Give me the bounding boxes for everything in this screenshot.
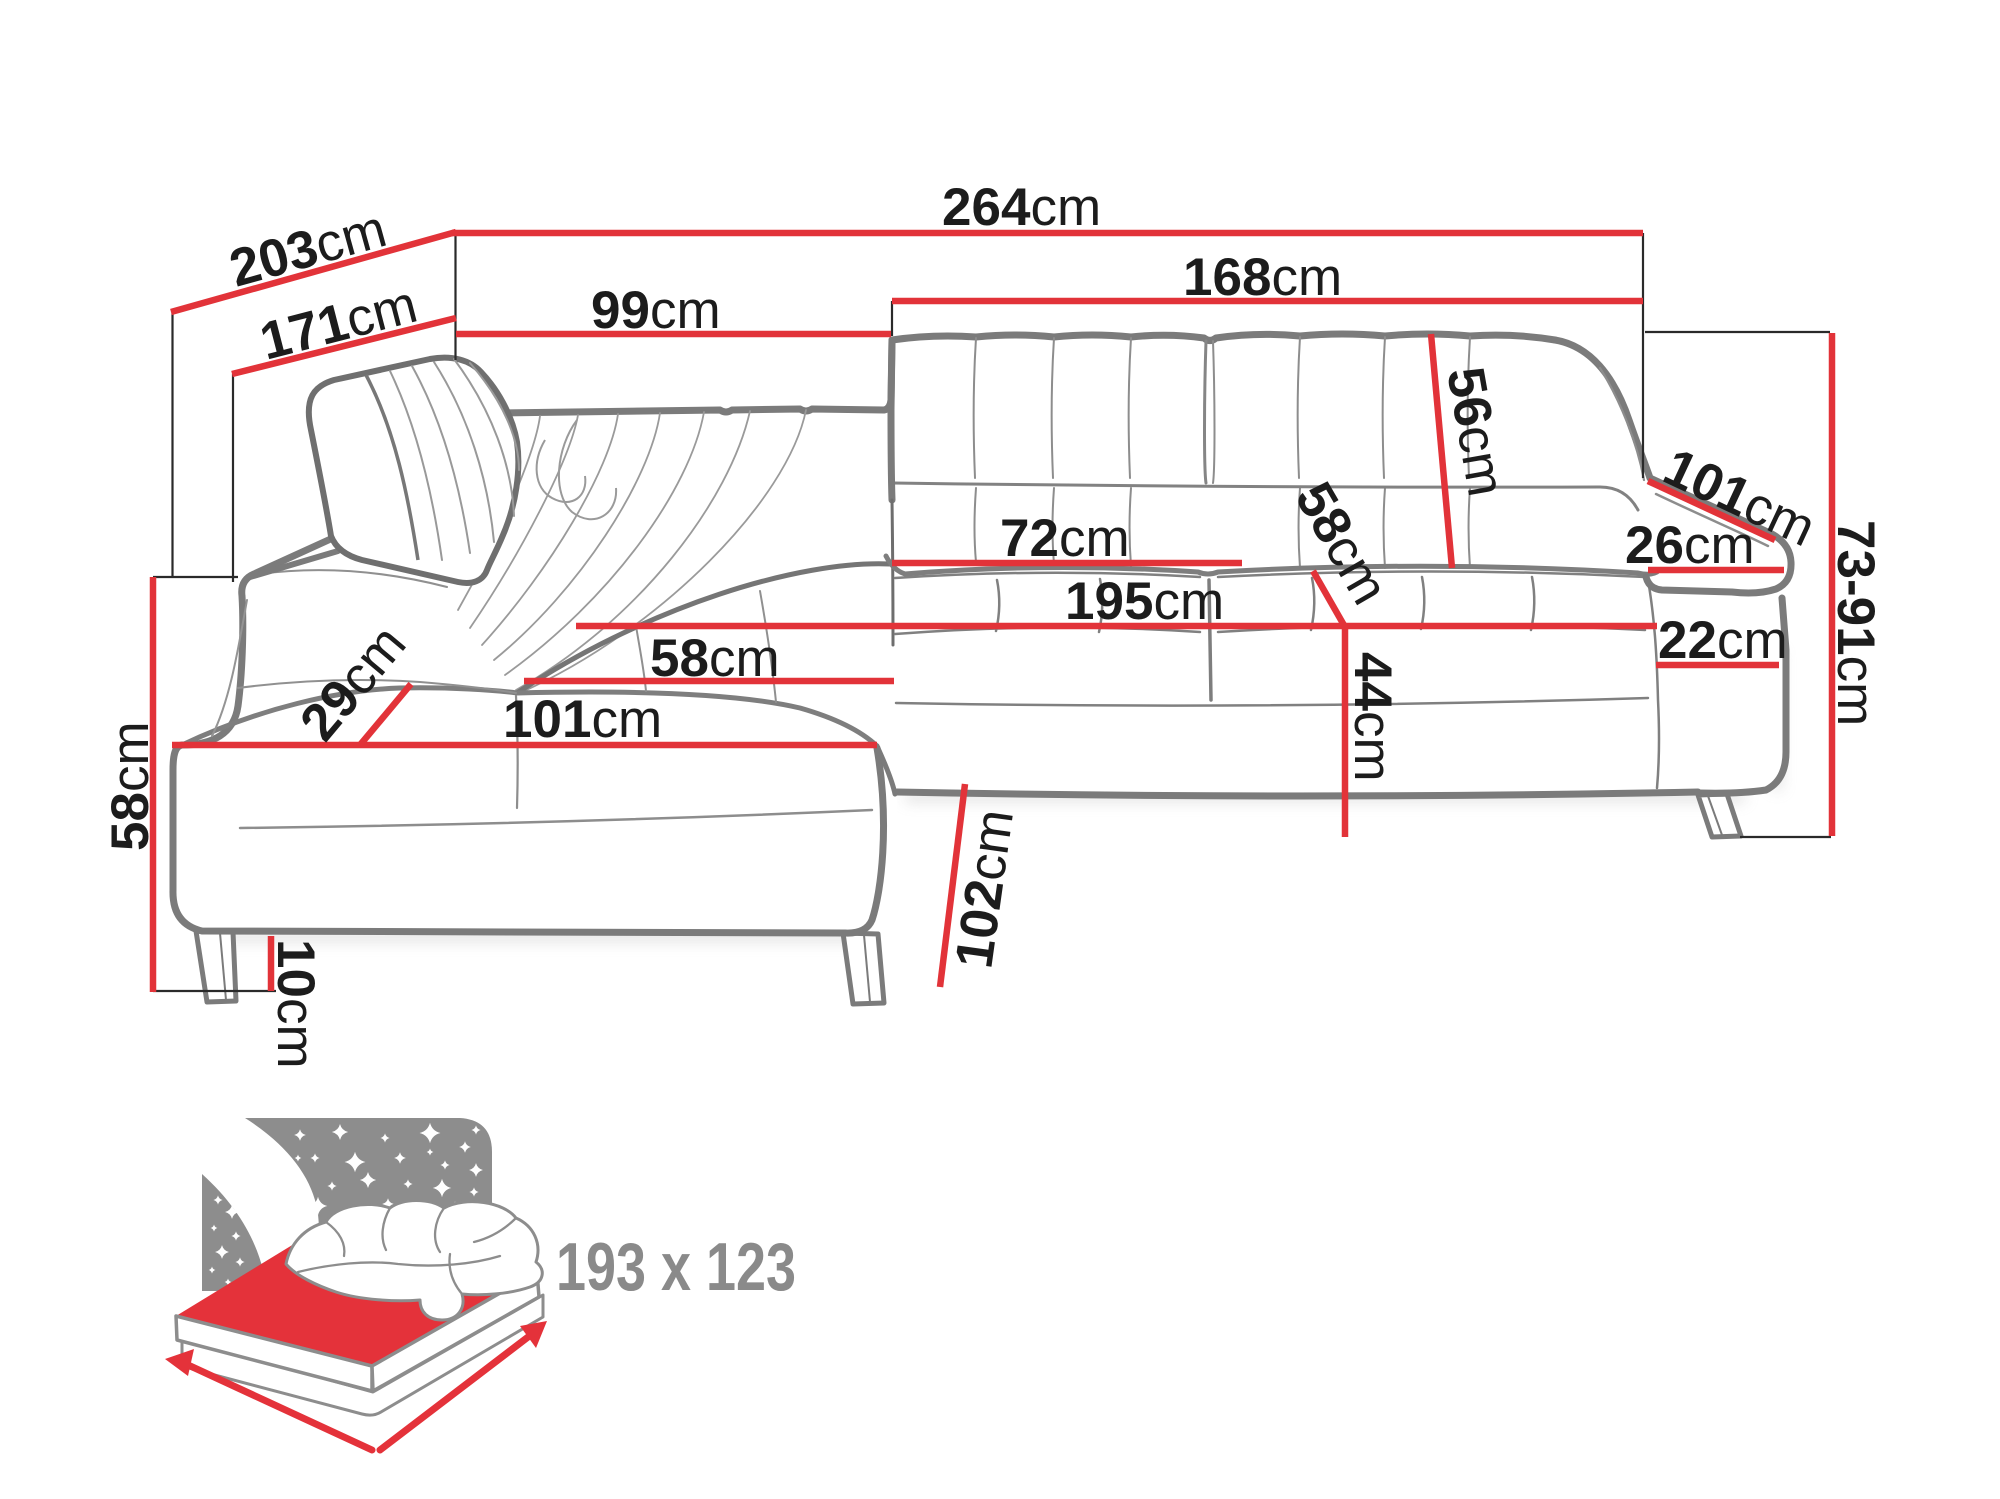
svg-text:58cm: 58cm — [101, 721, 160, 851]
svg-text:193 x 123: 193 x 123 — [556, 1229, 796, 1305]
svg-text:73-91cm: 73-91cm — [1826, 520, 1885, 726]
svg-text:101cm: 101cm — [503, 690, 662, 749]
svg-text:72cm: 72cm — [1000, 509, 1130, 568]
svg-text:26cm: 26cm — [1625, 516, 1755, 575]
svg-text:10cm: 10cm — [266, 939, 325, 1069]
svg-text:264cm: 264cm — [942, 178, 1101, 237]
svg-text:168cm: 168cm — [1183, 248, 1342, 307]
svg-text:99cm: 99cm — [591, 281, 721, 340]
svg-text:195cm: 195cm — [1065, 572, 1224, 631]
svg-text:22cm: 22cm — [1658, 611, 1788, 670]
svg-text:44cm: 44cm — [1343, 652, 1402, 782]
svg-text:58cm: 58cm — [650, 629, 780, 688]
